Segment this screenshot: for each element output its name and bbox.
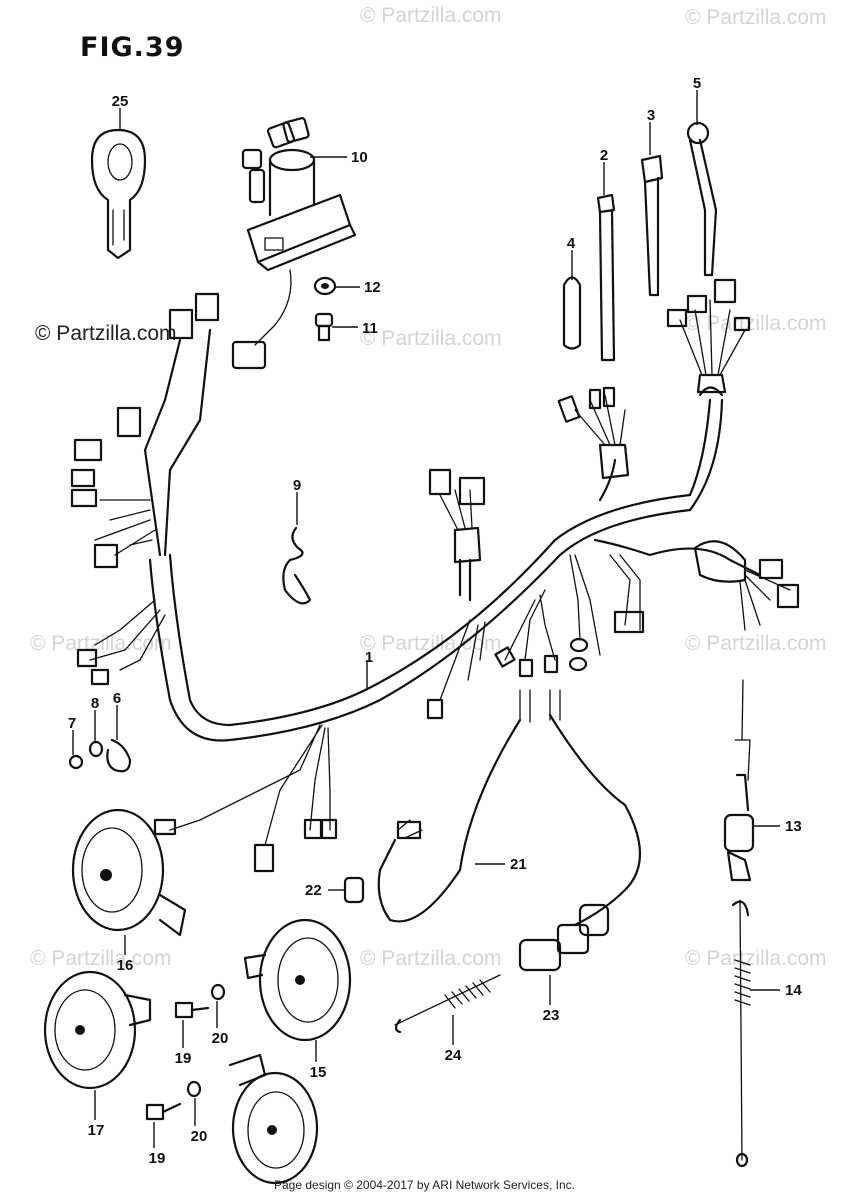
hook-part-9 [282,526,312,605]
spring-part-14 [731,899,751,1168]
callout-19b: 19 [149,1150,166,1167]
watermark-text: © Partzilla.com [360,327,502,350]
watermark-text-dark: © Partzilla.com [35,322,177,345]
callout-20b: 20 [191,1128,208,1145]
callout-5: 5 [693,75,701,92]
watermark-text: © Partzilla.com [685,947,827,970]
washer-part-20b [186,1080,202,1098]
band-part-3 [640,154,664,297]
washer-part-20 [210,983,226,1001]
callout-14: 14 [785,982,802,999]
footer-copyright: Page design © 2004-2017 by ARI Network S… [273,1178,575,1192]
clamp-part-5 [686,121,718,277]
figure-title: FIG.39 [80,32,185,63]
callout-10: 10 [351,149,368,166]
callout-21: 21 [510,856,527,873]
sleeve-part-22 [343,876,365,904]
callout-7: 7 [68,715,76,732]
callout-22: 22 [305,882,322,899]
watermark-text: © Partzilla.com [360,632,502,655]
callout-3: 3 [647,107,655,124]
switch-part-13 [723,679,755,882]
wire-part-21 [377,718,522,923]
watermark-layer: © Partzilla.com © Partzilla.com © Partzi… [30,4,827,970]
washer-part-12 [313,276,337,296]
callout-9: 9 [293,477,301,494]
clip-part-6 [106,738,132,773]
callout-8: 8 [91,695,99,712]
watermark-text: © Partzilla.com [685,6,827,29]
key-part-25 [90,128,147,260]
bolt-part-7 [68,754,84,770]
callout-23: 23 [543,1007,560,1024]
watermark-text: © Partzilla.com [30,947,172,970]
callout-25: 25 [112,93,129,110]
horn-part-17 [43,970,152,1090]
callout-4: 4 [567,235,576,252]
wiring-harness-part-1 [70,278,800,873]
spring-part-24 [394,974,501,1034]
band-part-2 [596,193,616,362]
callout-19: 19 [175,1050,192,1067]
callout-2: 2 [600,147,608,164]
callout-labels: 1 2 3 4 5 6 7 8 9 10 11 12 13 14 15 16 1… [68,75,803,1167]
switch-part-23 [518,713,642,972]
watermark-text: © Partzilla.com [685,312,827,335]
washer-part-8 [88,740,104,758]
ignition-switch-part-10 [231,117,357,370]
horn-part-15b [228,1053,319,1185]
bolt-part-19 [174,1001,210,1019]
watermark-text: © Partzilla.com [360,947,502,970]
callout-12: 12 [364,279,381,296]
watermark-text: © Partzilla.com [30,632,172,655]
callout-20: 20 [212,1030,229,1047]
callout-24: 24 [445,1047,462,1064]
horn-part-16 [71,808,187,937]
callout-13: 13 [785,818,802,835]
callout-11: 11 [362,320,378,337]
sleeve-part-4 [562,276,582,350]
callout-16: 16 [117,957,134,974]
watermark-text: © Partzilla.com [360,4,502,27]
screw-part-11 [314,312,334,342]
callout-1: 1 [365,649,373,666]
callout-15: 15 [310,1064,327,1081]
watermark-text: © Partzilla.com [685,632,827,655]
horn-part-15 [243,918,352,1042]
callout-6: 6 [113,690,121,707]
callout-17: 17 [88,1122,105,1139]
bolt-part-19b [145,1102,182,1121]
leader-lines [72,90,780,1148]
